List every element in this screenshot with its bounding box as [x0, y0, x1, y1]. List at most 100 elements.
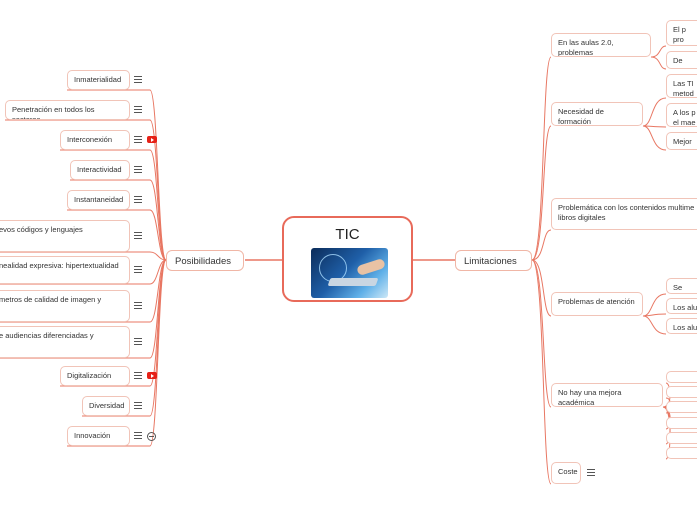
left-child-7[interactable]: metros de calidad de imagen y [0, 290, 130, 322]
right-grandchild-3-2[interactable]: Los alu [666, 318, 697, 334]
left-child-10-label: Diversidad [89, 401, 125, 410]
menu-icon[interactable] [134, 266, 142, 273]
right-grandchild-1-2-label: Mejor [673, 137, 692, 146]
right-grandchild-4-1[interactable] [666, 386, 697, 398]
menu-icon[interactable] [134, 302, 142, 309]
left-child-9[interactable]: Digitalización [60, 366, 130, 386]
right-child-5-label: Coste [558, 467, 578, 476]
branch-posibilidades-label: Posibilidades [175, 256, 231, 267]
connector-line [642, 125, 667, 151]
right-grandchild-0-0-label: El p pro [673, 25, 686, 44]
right-child-4[interactable]: No hay una mejora académica [551, 383, 663, 407]
left-child-8[interactable]: e audiencias diferenciadas y [0, 326, 130, 358]
left-child-11-label: Innovación [74, 431, 111, 440]
branch-limitaciones[interactable]: Limitaciones [455, 250, 532, 271]
left-child-8-label: e audiencias diferenciadas y [0, 331, 94, 340]
left-child-0[interactable]: Inmaterialidad [67, 70, 130, 90]
left-child-11[interactable]: Innovación [67, 426, 130, 446]
connector-line [531, 125, 552, 261]
connector-line [0, 259, 167, 323]
right-grandchild-0-1[interactable]: De [666, 51, 697, 69]
menu-icon[interactable] [134, 232, 142, 239]
menu-icon[interactable] [134, 372, 142, 379]
connector-line [531, 259, 552, 317]
left-child-2-label: Interconexión [67, 135, 113, 144]
right-grandchild-0-0[interactable]: El p pro [666, 20, 697, 46]
right-grandchild-4-4[interactable] [666, 432, 697, 444]
right-grandchild-4-0[interactable] [666, 371, 697, 383]
connector-line [531, 259, 552, 408]
connector-line [0, 251, 167, 261]
menu-icon[interactable] [134, 402, 142, 409]
right-child-5[interactable]: Coste [551, 462, 581, 484]
right-grandchild-1-1[interactable]: A los p el mae [666, 103, 697, 127]
right-grandchild-1-2[interactable]: Mejor [666, 132, 697, 150]
right-grandchild-3-2-label: Los alu [673, 323, 697, 332]
connector-line [67, 209, 167, 261]
right-child-4-label: No hay una mejora académica [558, 388, 622, 407]
connector-line [531, 56, 552, 261]
connector-line [0, 259, 167, 285]
right-child-2[interactable]: Problemática con los contenidos multime … [551, 198, 697, 230]
laptop-technology-image [311, 248, 388, 298]
right-child-2-label: Problemática con los contenidos multime … [558, 203, 695, 222]
left-child-1[interactable]: Penetración en todos los sectores [5, 100, 130, 120]
menu-icon[interactable] [587, 469, 595, 476]
left-child-10[interactable]: Diversidad [82, 396, 130, 416]
right-grandchild-3-1-label: Los alu [673, 303, 697, 312]
right-grandchild-0-1-label: De [673, 56, 683, 65]
connector-line [650, 56, 667, 70]
connector-line [650, 45, 667, 58]
right-child-0[interactable]: En las aulas 2.0, problemas [551, 33, 651, 57]
connector-line [642, 97, 667, 127]
right-grandchild-1-0-label: Las TI metod [673, 79, 694, 98]
connector-line [531, 259, 552, 485]
menu-icon[interactable] [134, 76, 142, 83]
right-child-0-label: En las aulas 2.0, problemas [558, 38, 614, 57]
youtube-icon[interactable] [147, 372, 157, 379]
left-child-0-label: Inmaterialidad [74, 75, 122, 84]
left-child-3[interactable]: Interactividad [70, 160, 130, 180]
connector-line [642, 315, 667, 335]
right-grandchild-1-0[interactable]: Las TI metod [666, 74, 697, 98]
menu-icon[interactable] [134, 432, 142, 439]
menu-icon[interactable] [134, 196, 142, 203]
left-child-4[interactable]: Instantaneidad [67, 190, 130, 210]
left-child-1-label: Penetración en todos los sectores [12, 105, 95, 120]
right-grandchild-3-0-label: Se usan [673, 283, 683, 292]
left-child-3-label: Interactividad [77, 165, 122, 174]
left-child-9-label: Digitalización [67, 371, 112, 380]
right-grandchild-3-0[interactable]: Se usan [666, 278, 697, 294]
left-child-7-label: metros de calidad de imagen y [0, 295, 102, 304]
menu-icon[interactable] [134, 136, 142, 143]
menu-icon[interactable] [134, 338, 142, 345]
right-child-3[interactable]: Problemas de atención [551, 292, 643, 316]
right-grandchild-3-1[interactable]: Los alu [666, 298, 697, 314]
menu-icon[interactable] [134, 166, 142, 173]
right-child-1-label: Necesidad de formación [558, 107, 604, 126]
right-grandchild-4-2[interactable] [666, 401, 697, 413]
right-child-1[interactable]: Necesidad de formación [551, 102, 643, 126]
globe-icon[interactable] [147, 432, 156, 441]
left-child-6-label: nealidad expresiva: hipertextualidad [0, 261, 119, 270]
left-child-2[interactable]: Interconexión [60, 130, 130, 150]
right-grandchild-1-1-label: A los p el mae [673, 108, 696, 127]
connector-line [531, 229, 552, 261]
left-child-4-label: Instantaneidad [74, 195, 124, 204]
left-child-5[interactable]: evos códigos y lenguajes [0, 220, 130, 252]
central-topic-title: TIC [335, 226, 360, 243]
branch-posibilidades[interactable]: Posibilidades [166, 250, 244, 271]
menu-icon[interactable] [134, 106, 142, 113]
right-grandchild-4-5[interactable] [666, 447, 697, 459]
youtube-icon[interactable] [147, 136, 157, 143]
connector-line [642, 293, 667, 317]
connector-line [67, 259, 167, 447]
central-topic[interactable]: TIC [282, 216, 413, 302]
left-child-6[interactable]: nealidad expresiva: hipertextualidad [0, 256, 130, 284]
right-child-3-label: Problemas de atención [558, 297, 635, 306]
branch-limitaciones-label: Limitaciones [464, 256, 517, 267]
right-grandchild-4-3[interactable] [666, 417, 697, 429]
left-child-5-label: evos códigos y lenguajes [0, 225, 83, 234]
